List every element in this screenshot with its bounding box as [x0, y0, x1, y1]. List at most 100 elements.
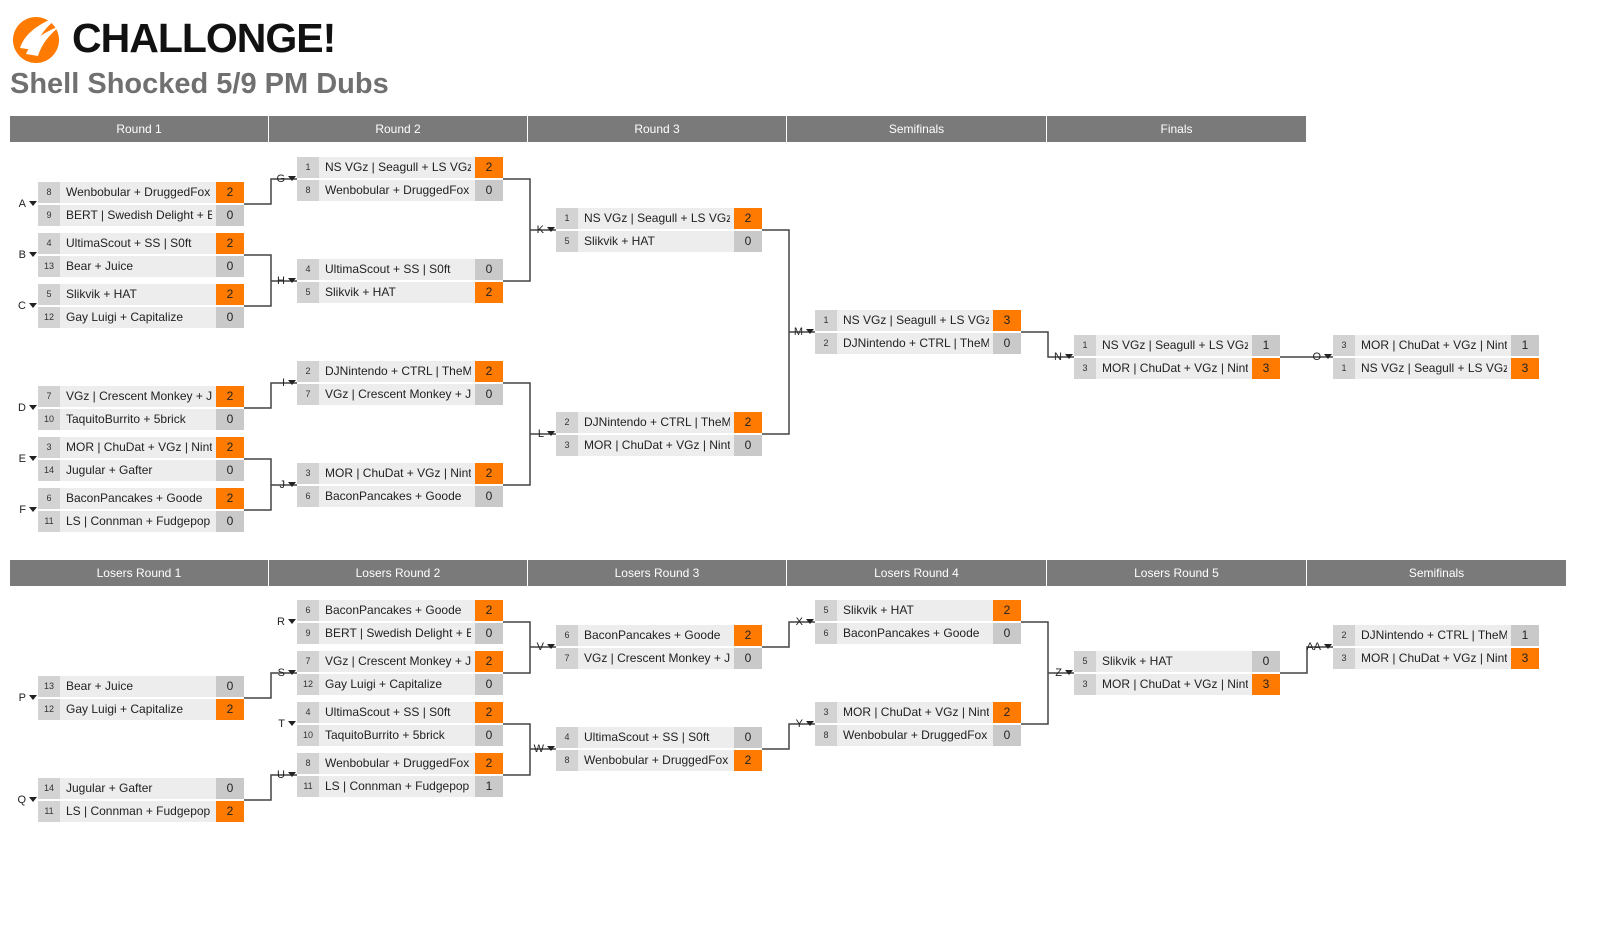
participant-name[interactable]: VGz | Crescent Monkey + Jerry [584, 651, 730, 665]
participant-name[interactable]: MOR | ChuDat + VGz | Nintendude [1102, 677, 1248, 691]
match-label-l[interactable]: L [538, 428, 555, 440]
participant-name[interactable]: Wenbobular + DruggedFox [325, 183, 470, 197]
participant-name[interactable]: Jugular + Gafter [66, 463, 153, 477]
participant-name[interactable]: Slikvik + HAT [66, 287, 137, 301]
participant-name[interactable]: MOR | ChuDat + VGz | Nintendude [1361, 651, 1507, 665]
challonge-logo-text[interactable]: CHALLONGE! [72, 15, 336, 61]
match-label-k[interactable]: K [537, 224, 555, 236]
participant-name[interactable]: BaconPancakes + Goode [325, 489, 462, 503]
participant-name[interactable]: VGz | Crescent Monkey + Jerry [66, 389, 212, 403]
participant-name[interactable]: Wenbobular + DruggedFox [843, 728, 988, 742]
participant-name[interactable]: NS VGz | Seagull + LS VGz [584, 211, 730, 225]
participant-name[interactable]: MOR | ChuDat + VGz | Nintendude [66, 440, 212, 454]
participant-name[interactable]: Slikvik + HAT [584, 234, 655, 248]
match-label-n[interactable]: N [1054, 351, 1073, 363]
participant-name[interactable]: VGz | Crescent Monkey + Jerry [325, 387, 471, 401]
match-label-m[interactable]: M [794, 326, 814, 338]
match-label-u[interactable]: U [277, 769, 296, 781]
match-label-j[interactable]: J [280, 479, 296, 491]
participant-name[interactable]: MOR | ChuDat + VGz | Nintendude [584, 438, 730, 452]
participant-name[interactable]: TaquitoBurrito + 5brick [325, 728, 445, 742]
match-label-b[interactable]: B [19, 249, 37, 261]
match-label-i[interactable]: I [282, 377, 296, 389]
participant-name[interactable]: Slikvik + HAT [843, 603, 914, 617]
match-label-c[interactable]: C [18, 300, 37, 312]
participant-name[interactable]: NS VGz | Seagull + LS VGz [325, 160, 471, 174]
match-label-p[interactable]: P [19, 692, 37, 704]
participant-name[interactable]: MOR | ChuDat + VGz | Nintendude [1361, 338, 1507, 352]
match-label-v[interactable]: V [537, 641, 555, 653]
participant-name[interactable]: BaconPancakes + Goode [325, 603, 462, 617]
match-label-d[interactable]: D [18, 402, 37, 414]
match-label-r[interactable]: R [277, 616, 296, 628]
participant-name[interactable]: UltimaScout + SS | S0ft [325, 262, 451, 276]
match-label-w[interactable]: W [534, 743, 555, 755]
participant-name[interactable]: LS | Connman + Fudgepop [325, 779, 470, 793]
participant-name[interactable]: MOR | ChuDat + VGz | Nintendude [843, 705, 989, 719]
participant-name[interactable]: Gay Luigi + Capitalize [325, 677, 443, 691]
match-label-y[interactable]: Y [796, 718, 814, 730]
participant-name[interactable]: UltimaScout + SS | S0ft [584, 730, 710, 744]
match-label-h[interactable]: H [277, 275, 296, 287]
match-label-a[interactable]: A [19, 198, 37, 210]
participant-name[interactable]: MOR | ChuDat + VGz | Nintendude [325, 466, 471, 480]
match-label-x[interactable]: X [796, 616, 814, 628]
participant-name[interactable]: VGz | Crescent Monkey + Jerry [325, 654, 471, 668]
participant-name[interactable]: BaconPancakes + Goode [843, 626, 980, 640]
participant-name[interactable]: MOR | ChuDat + VGz | Nintendude [1102, 361, 1248, 375]
participant-name[interactable]: DJNintendo + CTRL | TheMoon [325, 364, 471, 378]
participant-name[interactable]: LS | Connman + Fudgepop [66, 514, 211, 528]
participant-name[interactable]: BERT | Swedish Delight + Bowser [66, 208, 212, 222]
match-label-f[interactable]: F [19, 504, 37, 516]
match-label-t[interactable]: T [278, 718, 296, 730]
participant-name[interactable]: Slikvik + HAT [1102, 654, 1173, 668]
participant-name[interactable]: Bear + Juice [66, 679, 134, 693]
match-label-e[interactable]: E [19, 453, 37, 465]
match-label-g[interactable]: G [276, 173, 296, 185]
participant-name[interactable]: Bear + Juice [66, 259, 134, 273]
participant-name[interactable]: BERT | Swedish Delight + Bowser [325, 626, 471, 640]
participant-name[interactable]: TaquitoBurrito + 5brick [66, 412, 186, 426]
participant-name[interactable]: Wenbobular + DruggedFox [66, 185, 211, 199]
participant-name[interactable]: NS VGz | Seagull + LS VGz [1102, 338, 1248, 352]
